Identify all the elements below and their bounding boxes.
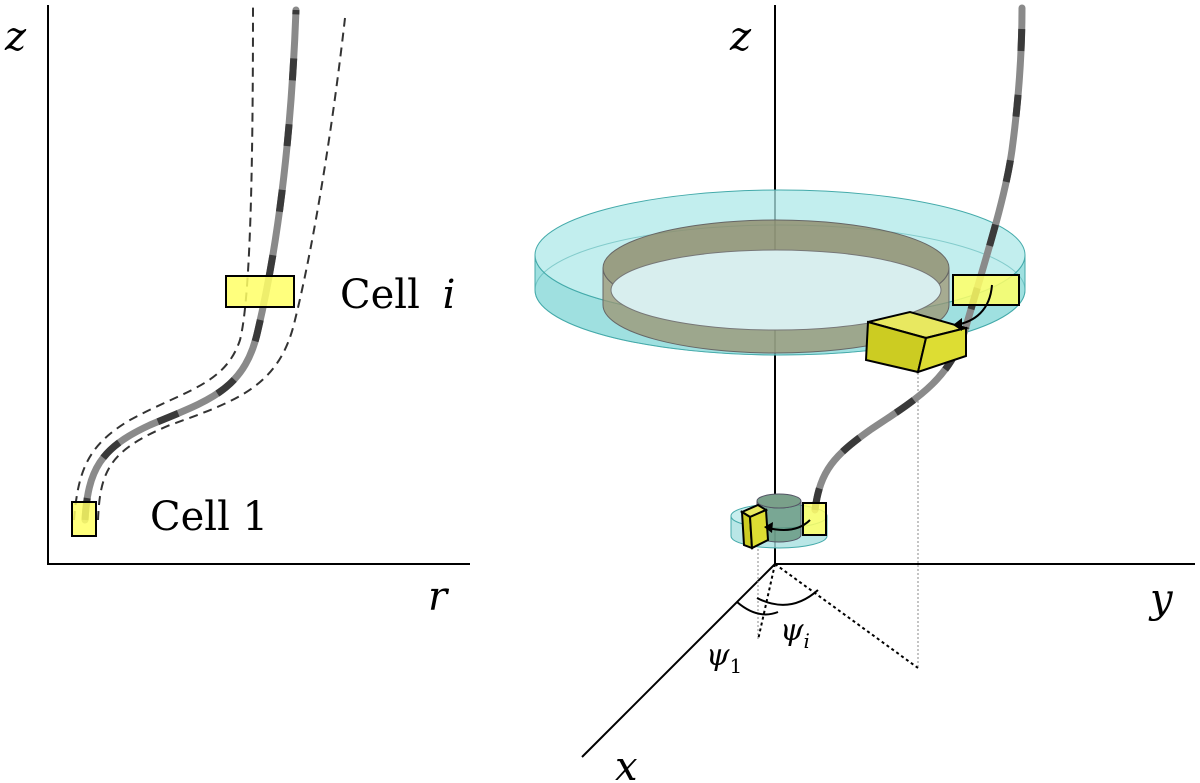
cell-1-arrowhead [764, 522, 773, 533]
left-cell-i [225, 275, 295, 308]
psi-i-arc [756, 589, 819, 606]
inner-ring-large [602, 219, 950, 354]
cell-1-label: Cell 1 [150, 494, 268, 540]
right-cell-i [952, 274, 1020, 306]
left-panel: z r Cell i Cell 1 [4, 4, 470, 620]
left-r-label: r [428, 574, 450, 620]
cell-i-arrowhead [953, 318, 962, 331]
left-z-label: z [4, 14, 27, 60]
right-cell-i-rotated [864, 310, 970, 374]
right-x-axis [581, 563, 776, 758]
left-streamline-segments [81, 9, 300, 521]
left-envelope-outer [97, 17, 346, 521]
right-panel: z y x ψ1 ψi [534, 4, 1195, 783]
right-cell-1-rotated [739, 503, 770, 550]
right-streamline-segments [811, 7, 1026, 511]
right-y-label: y [1148, 576, 1174, 622]
cell-i-label: Cell i [340, 272, 455, 318]
right-cell-1 [802, 502, 827, 536]
right-z-label: z [729, 14, 752, 60]
left-cell-1 [71, 501, 97, 537]
psi-1-label: ψ1 [706, 638, 742, 678]
right-x-label: x [615, 744, 638, 783]
psi-1-arc [736, 601, 779, 616]
left-envelope-inner [73, 4, 254, 521]
psi-i-label: ψi [780, 613, 810, 653]
